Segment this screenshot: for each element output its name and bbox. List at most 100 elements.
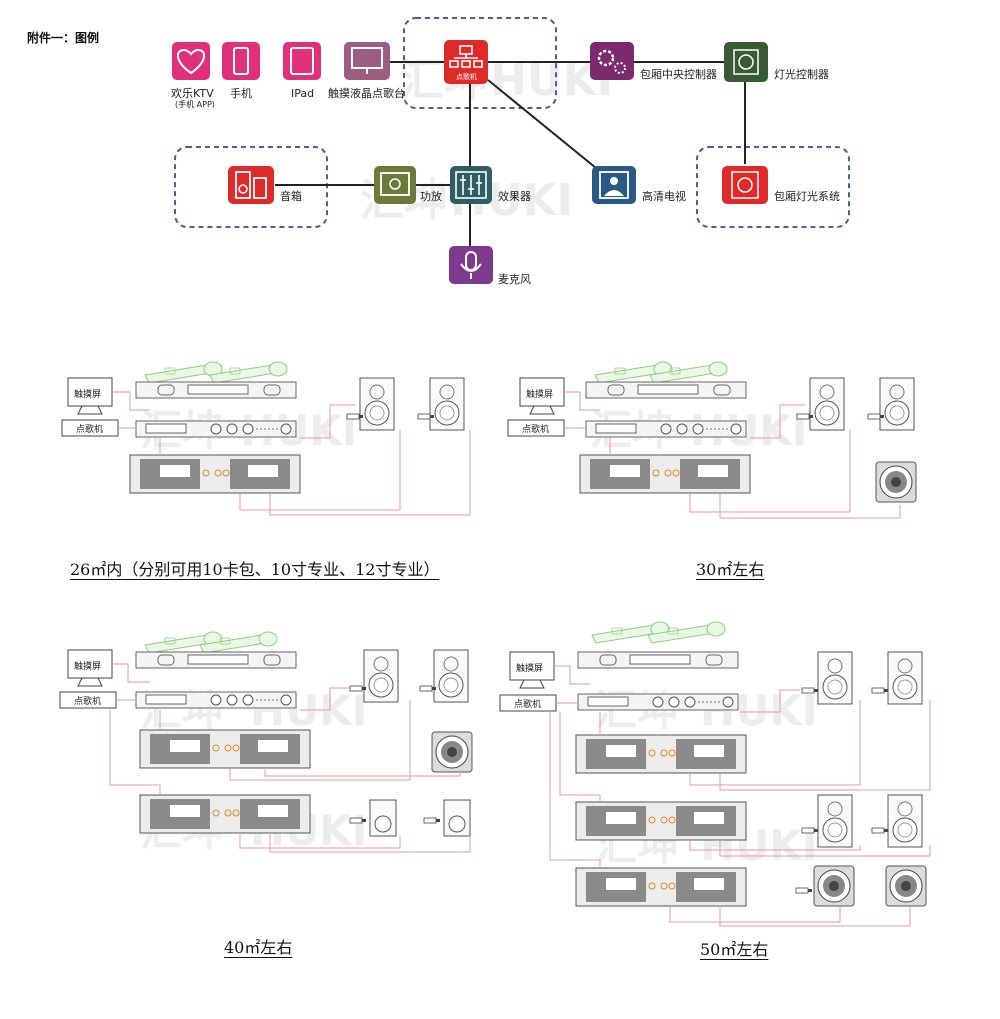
label-song-machine: 点歌机 xyxy=(456,72,477,81)
power-amplifier xyxy=(139,794,311,834)
jukebox-label: 点歌机 xyxy=(74,695,101,707)
power-amplifier xyxy=(575,867,747,907)
setup-40: 汇坤 HUKI 汇坤 HUKI 触摸屏 点歌机 xyxy=(59,631,473,855)
subwoofer xyxy=(875,461,917,503)
node-phone: 手机 xyxy=(222,42,260,100)
mic-receiver xyxy=(135,381,297,399)
jukebox-box: 点歌机 xyxy=(61,419,119,437)
touch-screen: 触摸屏 xyxy=(519,377,565,415)
speaker-cabinet xyxy=(887,794,923,848)
node-ktv-app: 欢乐KTV (手机 APP) xyxy=(171,42,215,109)
mixer-icon xyxy=(455,171,487,199)
mic-receiver xyxy=(585,381,747,399)
cables xyxy=(109,663,471,853)
lighting-group xyxy=(696,146,850,228)
caption-50: 50㎡左右 xyxy=(700,940,769,959)
jukebox-box: 点歌机 xyxy=(59,691,117,709)
label-phone: 手机 xyxy=(230,86,252,100)
node-song-machine: 点歌机 xyxy=(444,40,488,84)
speaker-cabinet xyxy=(429,377,465,431)
speakon-plug xyxy=(871,687,889,694)
monitor-speaker xyxy=(443,799,471,837)
jukebox-label: 点歌机 xyxy=(76,423,103,435)
jukebox-box: 点歌机 xyxy=(499,694,557,712)
cables xyxy=(549,665,931,927)
speaker-cabinet xyxy=(817,651,853,705)
caption-30: 30㎡左右 xyxy=(696,560,765,579)
tablet-icon xyxy=(290,47,314,75)
setup-26: 汇坤 HUKI 触摸屏 点歌机 xyxy=(61,361,471,516)
touch-screen-label: 触摸屏 xyxy=(526,388,553,400)
node-speaker: 音箱 xyxy=(228,166,302,204)
caption-40: 40㎡左右 xyxy=(224,938,293,957)
node-touch-jukebox: 触摸液晶点歌台 xyxy=(328,42,405,100)
label-ktv-app-sub: (手机 APP) xyxy=(175,99,215,109)
label-room-controller: 包厢中央控制器 xyxy=(640,67,717,81)
monitor-speaker xyxy=(369,799,397,837)
node-microphone: 麦克风 xyxy=(449,246,531,286)
speakon-plug xyxy=(795,887,813,894)
subwoofer xyxy=(885,865,927,907)
mic-receiver xyxy=(577,651,739,669)
touch-screen-label: 触摸屏 xyxy=(74,388,101,400)
cables xyxy=(564,391,901,519)
label-microphone: 麦克风 xyxy=(498,273,531,286)
setup-30: 汇坤 HUKI 触摸屏 点歌机 xyxy=(507,361,917,519)
effect-processor xyxy=(585,420,747,438)
heart-icon xyxy=(177,48,205,75)
node-ipad: IPad xyxy=(283,42,321,100)
jukebox-box: 点歌机 xyxy=(507,419,565,437)
power-amplifier xyxy=(139,729,311,769)
speaker-cabinet xyxy=(433,649,469,703)
amplifier-icon xyxy=(380,172,410,196)
wireless-mic xyxy=(144,361,223,384)
label-effector: 效果器 xyxy=(498,189,531,203)
touch-screen-label: 触摸屏 xyxy=(516,662,543,674)
speaker-cabinet xyxy=(363,649,399,703)
label-hd-tv: 高清电视 xyxy=(642,189,686,203)
jukebox-label: 点歌机 xyxy=(522,423,549,435)
label-light-controller: 灯光控制器 xyxy=(774,67,829,81)
effect-processor xyxy=(577,693,739,711)
label-room-lighting: 包厢灯光系统 xyxy=(774,189,840,203)
wireless-mic xyxy=(209,361,288,384)
setup-50: 汇坤 HUKI 汇坤 HUKI 触摸屏 点歌机 xyxy=(499,621,931,927)
node-room-controller: 包厢中央控制器 xyxy=(590,42,717,81)
speaker-cabinet xyxy=(809,377,845,431)
song-machine-group xyxy=(403,17,557,109)
jukebox-label: 点歌机 xyxy=(514,698,541,710)
label-ktv-app: 欢乐KTV xyxy=(171,86,214,100)
subwoofer xyxy=(431,731,473,773)
speaker-group xyxy=(174,146,328,228)
gears-icon xyxy=(597,49,615,67)
node-room-lighting: 包厢灯光系统 xyxy=(722,166,840,204)
speakon-plug xyxy=(423,817,441,824)
node-effector: 效果器 xyxy=(450,166,531,204)
label-ipad: IPad xyxy=(291,87,314,100)
tv-icon xyxy=(599,171,629,199)
cables xyxy=(112,391,471,516)
legend-connectors xyxy=(275,61,746,246)
touch-screen: 触摸屏 xyxy=(67,377,113,415)
phone-icon xyxy=(233,47,249,75)
node-hd-tv: 高清电视 xyxy=(592,166,686,204)
power-amplifier xyxy=(575,734,747,774)
mic-receiver xyxy=(135,651,297,669)
network-icon xyxy=(449,45,483,68)
speaker-icon xyxy=(235,171,251,199)
subwoofer xyxy=(813,865,855,907)
label-amplifier: 功放 xyxy=(420,189,442,203)
speaker-cabinet xyxy=(817,794,853,848)
effect-processor xyxy=(135,420,297,438)
power-amplifier xyxy=(579,454,751,494)
light-icon xyxy=(737,177,753,193)
node-amplifier: 功放 xyxy=(374,166,442,204)
label-touch-jukebox: 触摸液晶点歌台 xyxy=(328,86,405,100)
touch-screen: 触摸屏 xyxy=(67,649,113,687)
page-header: 附件一：图例 xyxy=(27,31,100,45)
touch-screen-label: 触摸屏 xyxy=(74,660,101,672)
touch-screen: 触摸屏 xyxy=(509,651,555,689)
power-amplifier xyxy=(129,454,301,494)
speaker-cabinet xyxy=(887,651,923,705)
